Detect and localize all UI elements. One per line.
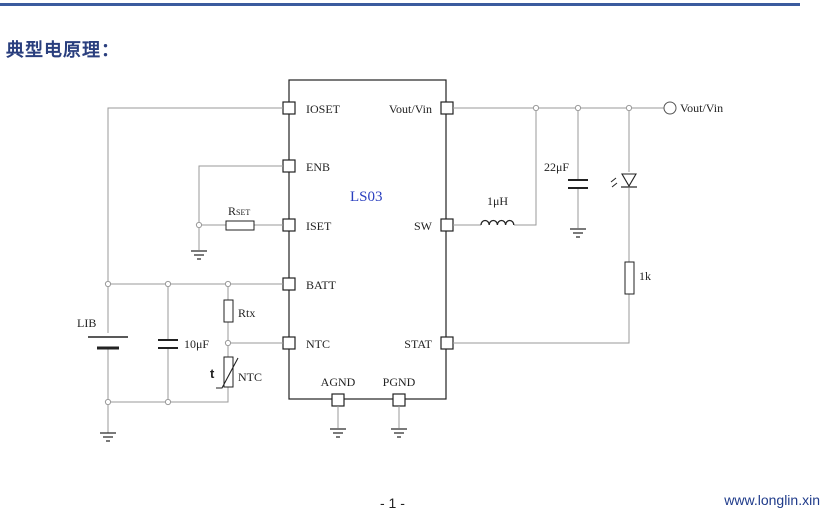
label-output-terminal: Vout/Vin bbox=[680, 101, 723, 115]
wire-ioset bbox=[107, 107, 283, 333]
ground-icon bbox=[191, 250, 207, 260]
pin-batt bbox=[282, 277, 296, 291]
label-sw: SW bbox=[414, 219, 433, 233]
junction bbox=[224, 339, 232, 347]
pin-pgnd bbox=[392, 393, 406, 407]
label-iset: ISET bbox=[306, 219, 332, 233]
ntc-thermistor bbox=[223, 356, 234, 388]
page-title: 典型电原理： bbox=[6, 40, 120, 61]
resistor-1k bbox=[624, 261, 635, 295]
junction bbox=[104, 398, 112, 406]
ground-icon bbox=[330, 428, 346, 438]
label-agnd: AGND bbox=[321, 375, 356, 389]
junction bbox=[164, 398, 172, 406]
rtx-resistor bbox=[223, 299, 234, 323]
header-rule bbox=[0, 3, 800, 6]
label-ioset: IOSET bbox=[306, 102, 341, 116]
wire-bottom-rail bbox=[108, 387, 229, 403]
label-ntc-component: NTC bbox=[238, 370, 262, 384]
footer-url[interactable]: www.longlin.xin bbox=[724, 492, 820, 508]
pin-ioset bbox=[282, 101, 296, 115]
junction bbox=[104, 280, 112, 288]
junction bbox=[574, 104, 582, 112]
label-vout: Vout/Vin bbox=[389, 102, 432, 116]
label-cap22: 22μF bbox=[544, 160, 569, 174]
pin-stat bbox=[440, 336, 454, 350]
page-number: - 1 - bbox=[380, 495, 405, 511]
pin-ntc bbox=[282, 336, 296, 350]
ground-icon bbox=[570, 228, 586, 238]
label-batt: BATT bbox=[306, 278, 337, 292]
inductor bbox=[480, 219, 515, 226]
junction bbox=[195, 221, 203, 229]
label-rset: RSET bbox=[228, 204, 250, 218]
output-terminal bbox=[663, 101, 677, 115]
label-pgnd: PGND bbox=[383, 375, 416, 389]
junction bbox=[164, 280, 172, 288]
label-resistor-1k: 1k bbox=[639, 269, 651, 283]
pin-enb bbox=[282, 159, 296, 173]
label-ntc: NTC bbox=[306, 337, 330, 351]
label-lib: LIB bbox=[77, 316, 96, 330]
led-ray bbox=[611, 182, 618, 188]
ground-icon bbox=[391, 428, 407, 438]
thermistor-slash bbox=[216, 357, 239, 389]
label-rtx: Rtx bbox=[238, 306, 255, 320]
ground-icon bbox=[100, 432, 116, 442]
pin-vout bbox=[440, 101, 454, 115]
junction bbox=[224, 280, 232, 288]
wire-inductor-out bbox=[514, 108, 537, 226]
junction bbox=[625, 104, 633, 112]
chip-name: LS03 bbox=[350, 189, 383, 205]
label-inductor: 1μH bbox=[487, 194, 508, 208]
pin-iset bbox=[282, 218, 296, 232]
label-thermistor-t: t bbox=[210, 366, 215, 381]
pin-sw bbox=[440, 218, 454, 232]
led-icon bbox=[621, 173, 637, 188]
chip-body bbox=[288, 79, 447, 400]
rset-resistor bbox=[225, 220, 255, 231]
label-stat: STAT bbox=[404, 337, 432, 351]
wire-stat bbox=[453, 294, 630, 344]
junction bbox=[532, 104, 540, 112]
label-cap10: 10μF bbox=[184, 337, 209, 351]
pin-agnd bbox=[331, 393, 345, 407]
led-ray bbox=[610, 177, 617, 183]
label-enb: ENB bbox=[306, 160, 330, 174]
